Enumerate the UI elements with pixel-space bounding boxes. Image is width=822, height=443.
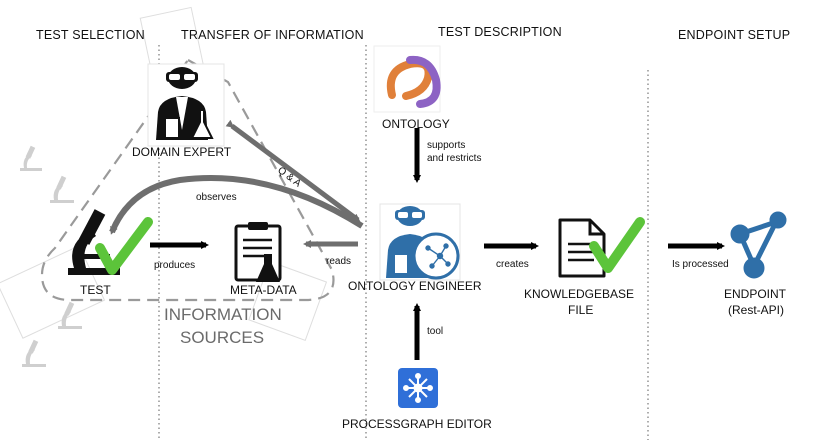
tool-label: tool xyxy=(427,326,444,337)
ontology-engineer-icon xyxy=(379,203,461,281)
faded-microscope-icons xyxy=(20,145,82,367)
header-test-selection: TEST SELECTION xyxy=(36,28,145,42)
endpoint-network-icon xyxy=(730,211,787,279)
information-sources-label-line1: INFORMATION xyxy=(164,305,282,324)
header-test-description: TEST DESCRIPTION xyxy=(438,25,562,39)
endpoint-label-line2: (Rest-API) xyxy=(728,303,785,317)
knowledgebase-file-label-line2: FILE xyxy=(568,303,594,317)
q-and-a-arrow xyxy=(225,119,361,223)
observes-arrow xyxy=(109,175,364,235)
test-checkmark-icon xyxy=(95,217,153,275)
header-transfer-of-information: TRANSFER OF INFORMATION xyxy=(181,28,364,42)
meta-data-document-icon xyxy=(234,222,282,282)
ontology-label: ONTOLOGY xyxy=(382,117,450,131)
header-endpoint-setup: ENDPOINT SETUP xyxy=(678,28,791,42)
knowledgebase-checkmark-icon xyxy=(589,217,645,273)
ontology-engineer-label: ONTOLOGY ENGINEER xyxy=(348,279,482,293)
information-sources-label-line2: SOURCES xyxy=(180,328,265,347)
processgraph-editor-icon xyxy=(398,368,438,408)
creates-label: creates xyxy=(496,259,529,270)
test-microscope-icon xyxy=(68,209,120,275)
domain-expert-icon xyxy=(147,63,225,147)
test-label: TEST xyxy=(80,283,111,297)
supports-label-line2: and restricts xyxy=(427,153,482,164)
meta-data-label: META-DATA xyxy=(230,283,297,297)
ontology-logo-icon xyxy=(373,45,441,113)
observes-label: observes xyxy=(196,192,237,203)
endpoint-label-line1: ENDPOINT xyxy=(724,287,787,301)
knowledgebase-file-label-line1: KNOWLEDGEBASE xyxy=(524,287,635,301)
produces-label: produces xyxy=(154,260,196,271)
reads-label: reads xyxy=(326,256,352,267)
supports-label-line1: supports xyxy=(427,140,466,151)
domain-expert-label: DOMAIN EXPERT xyxy=(132,145,232,159)
processgraph-editor-label: PROCESSGRAPH EDITOR xyxy=(342,417,492,431)
is-processed-label: Is processed xyxy=(672,259,729,270)
information-sources-region xyxy=(40,58,335,302)
